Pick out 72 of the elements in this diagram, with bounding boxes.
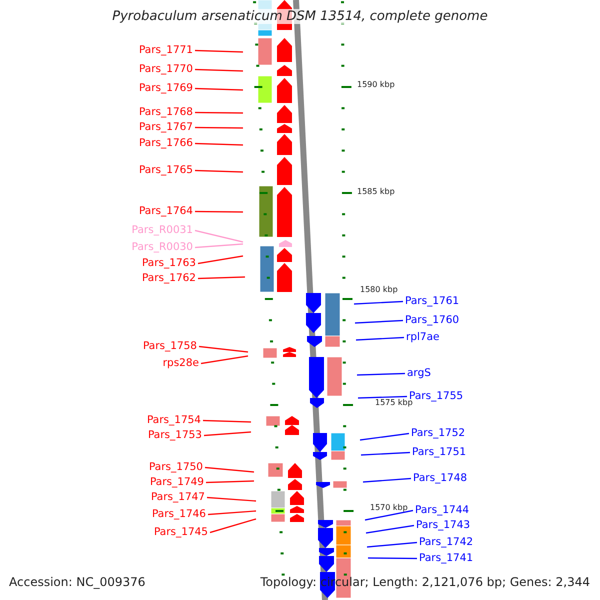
- leader-line: [198, 346, 248, 353]
- scale-label: 1570 kbp: [370, 503, 408, 513]
- leader-line: [356, 336, 404, 341]
- leader-line: [358, 396, 408, 399]
- gene-label: Pars_1746: [152, 508, 206, 521]
- leader-line: [364, 510, 414, 521]
- leader-line: [198, 276, 246, 280]
- leader-line: [195, 210, 243, 213]
- gene-label: Pars_1752: [411, 427, 466, 440]
- gene-label: Pars_1767: [138, 121, 193, 134]
- gene-label: Pars_1748: [413, 472, 468, 485]
- gene-label: Pars_1771: [138, 44, 193, 57]
- gene-label: Pars_1754: [146, 414, 201, 427]
- gene-label: Pars_1763: [142, 257, 196, 270]
- leader-line: [194, 88, 244, 91]
- leader-line: [360, 452, 410, 456]
- gene-label: Pars_R0031: [132, 224, 193, 237]
- gene-label: Pars_1766: [138, 137, 193, 150]
- scale-label: 1580 kbp: [360, 285, 398, 295]
- leader-line: [356, 372, 406, 376]
- leader-line: [194, 50, 244, 53]
- gene-label: Pars_1751: [412, 446, 466, 459]
- accession-text: Accession: NC_009376: [9, 575, 146, 589]
- gene-label: Pars_1741: [419, 552, 474, 565]
- title: Pyrobaculum arsenaticum DSM 13514, complete genome: [112, 9, 488, 24]
- leader-line: [194, 243, 244, 248]
- leader-line: [200, 355, 248, 364]
- leader-line: [195, 112, 243, 114]
- genome-info-text: Topology: circular; Length: 2,121,076 bp; Genes: 2,344: [260, 575, 590, 589]
- leader-line: [366, 542, 418, 548]
- leader-line: [210, 518, 256, 534]
- leader-line: [354, 320, 404, 324]
- leader-line: [354, 300, 404, 305]
- leader-line: [368, 557, 417, 560]
- leader-line: [204, 466, 254, 473]
- gene-label: Pars_1747: [150, 491, 205, 504]
- leader-line: [208, 510, 256, 516]
- gene-label: rpl7ae: [406, 331, 440, 344]
- gene-label: Pars_1749: [150, 476, 204, 489]
- leader-line: [194, 230, 244, 243]
- leader-line: [366, 524, 414, 534]
- gene-label: Pars_1762: [142, 272, 196, 285]
- leader-line: [204, 431, 252, 436]
- scale-label: 1590 kbp: [357, 80, 395, 90]
- gene-label: argS: [407, 367, 431, 380]
- leader-line: [194, 170, 244, 173]
- gene-label: Pars_1758: [142, 340, 197, 353]
- leader-line: [362, 478, 412, 483]
- gene-label: Pars_1742: [419, 536, 474, 549]
- gene-label: Pars_1753: [148, 429, 202, 442]
- gene-label: Pars_1745: [154, 526, 208, 539]
- gene-label: Pars_1768: [138, 106, 193, 119]
- gene-label: Pars_1760: [405, 314, 460, 327]
- gene-label: Pars_R0030: [132, 241, 193, 254]
- gene-label: Pars_1750: [148, 461, 203, 474]
- gene-label: Pars_1770: [138, 63, 193, 76]
- scale-label: 1585 kbp: [357, 187, 395, 197]
- gene-label: Pars_1761: [405, 295, 460, 308]
- gene-label: Pars_1743: [416, 519, 470, 532]
- leader-line: [202, 420, 252, 423]
- gene-label: Pars_1765: [138, 164, 193, 177]
- leader-line: [206, 480, 254, 484]
- leader-line: [206, 496, 256, 502]
- gene-label: Pars_1769: [138, 82, 193, 95]
- gene-label: Pars_1744: [415, 504, 470, 517]
- leader-line: [198, 255, 244, 264]
- gene-label: Pars_1764: [138, 205, 193, 218]
- leader-line: [194, 142, 244, 146]
- leader-line: [360, 432, 410, 441]
- leader-line: [194, 68, 244, 72]
- gene-label: rps28e: [162, 357, 199, 370]
- leader-line: [195, 126, 243, 129]
